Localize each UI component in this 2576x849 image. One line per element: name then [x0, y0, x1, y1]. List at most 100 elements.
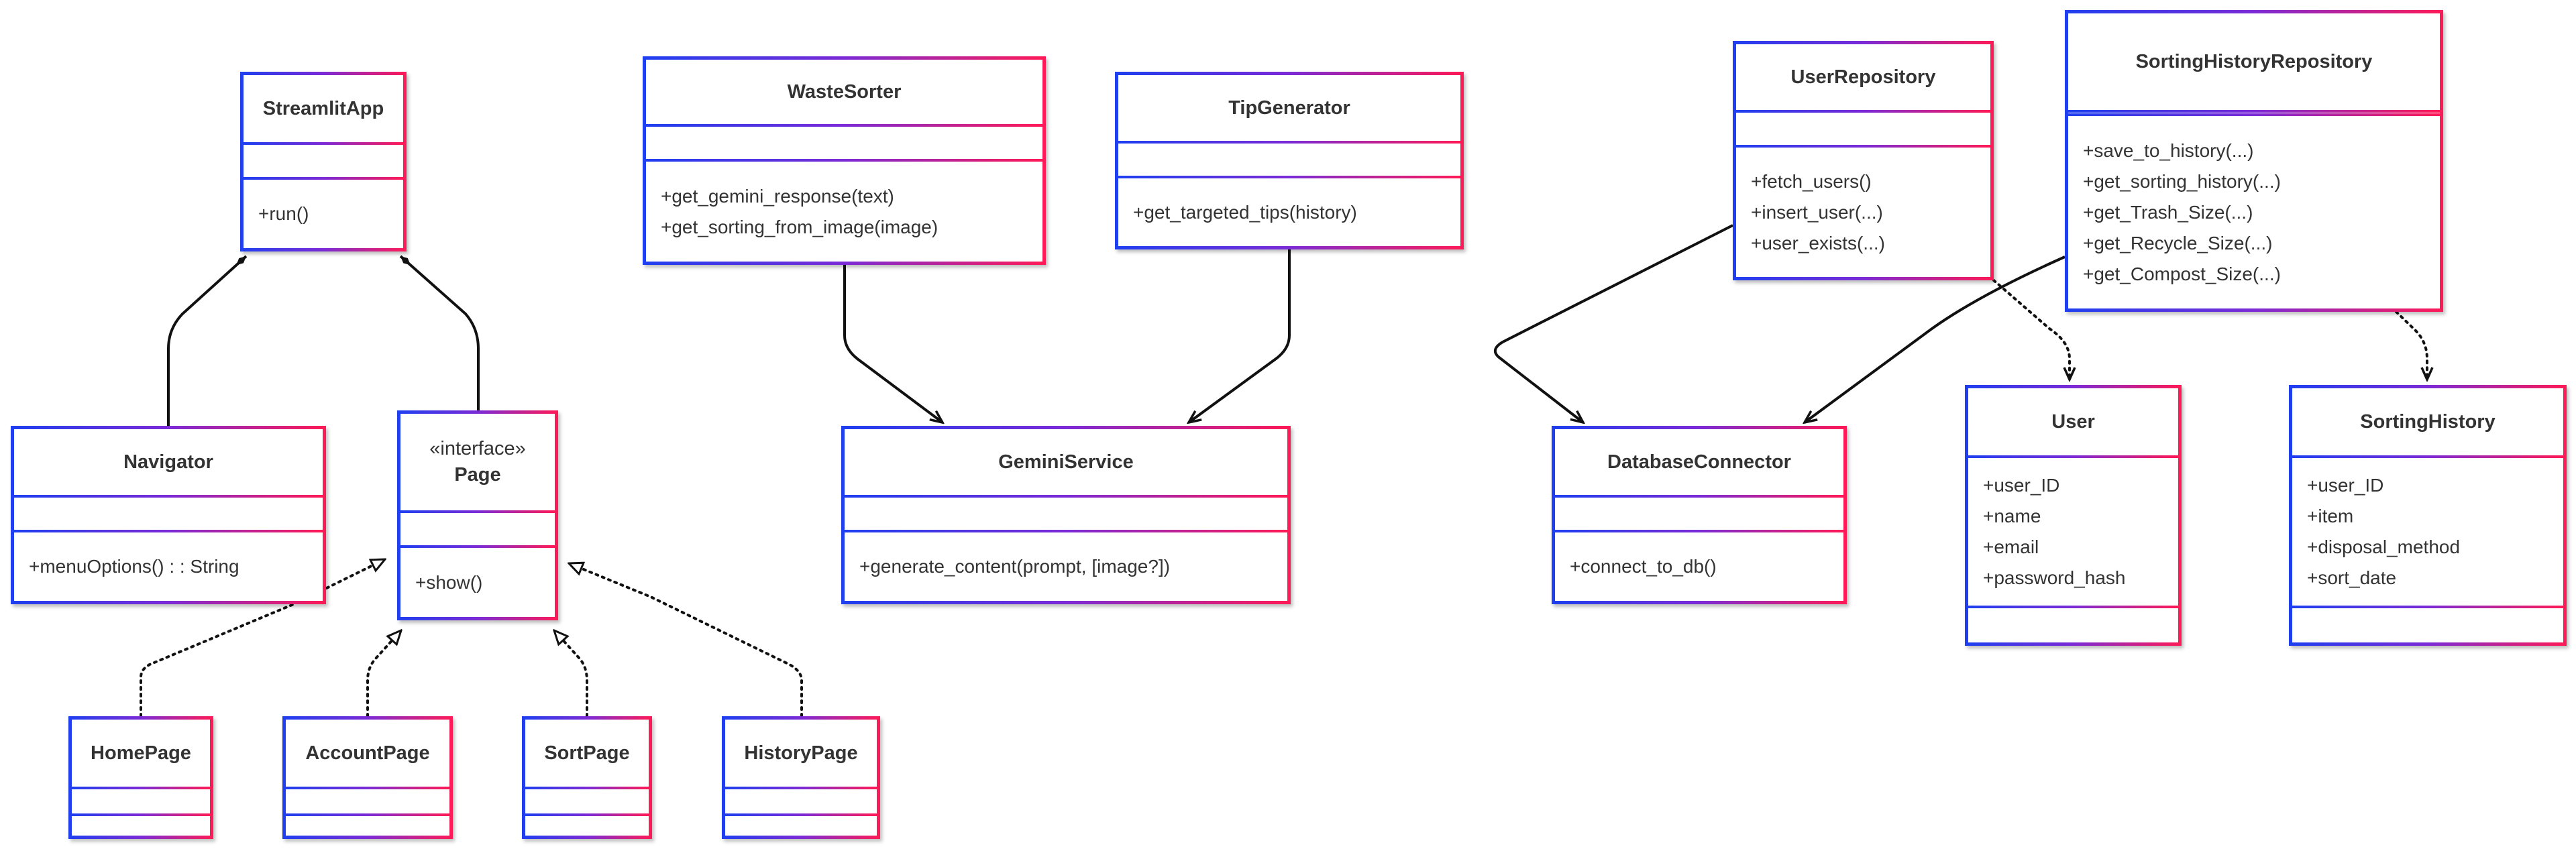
- class-box-sortpage: SortPage: [522, 716, 652, 839]
- section-divider: [1968, 455, 2178, 458]
- attribute-item: +item: [2307, 506, 2354, 526]
- attribute-section: [400, 513, 555, 545]
- dependency-edge-userrepository-user: [1992, 279, 2070, 380]
- attribute-item: +user_ID: [1983, 475, 2060, 496]
- section-divider: [2068, 110, 2440, 113]
- method-section: +save_to_history(...) +get_sorting_histo…: [2068, 116, 2440, 308]
- class-name: Navigator: [123, 451, 213, 473]
- method-item: +get_Recycle_Size(...): [2083, 232, 2273, 253]
- section-divider: [1555, 530, 1843, 532]
- class-box-geminiservice: GeminiService +generate_content(prompt, …: [841, 426, 1291, 604]
- attribute-section: [14, 498, 323, 530]
- section-divider: [1118, 176, 1460, 178]
- method-item: +insert_user(...): [1751, 201, 1883, 223]
- attribute-item: +email: [1983, 536, 2039, 557]
- class-box-navigator: Navigator +menuOptions() : : String: [11, 426, 326, 604]
- attribute-section: +user_ID +item +disposal_method +sort_da…: [2292, 458, 2563, 606]
- method-section: [2292, 608, 2563, 642]
- attribute-item: +user_ID: [2307, 475, 2384, 496]
- class-name: DatabaseConnector: [1607, 451, 1791, 473]
- section-divider: [244, 177, 403, 180]
- attribute-section: [286, 789, 449, 813]
- attribute-section: [646, 127, 1042, 159]
- section-divider: [646, 124, 1042, 127]
- class-box-databaseconnector: DatabaseConnector +connect_to_db(): [1552, 426, 1847, 604]
- class-name: HistoryPage: [744, 742, 858, 764]
- class-name: SortingHistory: [2360, 410, 2496, 433]
- section-divider: [72, 787, 210, 789]
- realization-edge-sortpage-page: [554, 630, 588, 718]
- class-box-sortinghistoryrepository: SortingHistoryRepository +save_to_histor…: [2065, 10, 2443, 312]
- attribute-section: [725, 789, 877, 813]
- method-section: [286, 816, 449, 836]
- class-box-homepage: HomePage: [68, 716, 213, 839]
- class-name: GeminiService: [998, 451, 1134, 473]
- method-item: +menuOptions() : : String: [29, 556, 239, 577]
- class-box-wastesorter: WasteSorter +get_gemini_response(text) +…: [643, 56, 1046, 265]
- method-item: +user_exists(...): [1751, 232, 1885, 253]
- method-item: +fetch_users(): [1751, 170, 1872, 192]
- section-divider: [244, 142, 403, 145]
- section-divider: [725, 787, 877, 789]
- section-divider: [1736, 145, 1990, 148]
- class-name: User: [2051, 410, 2095, 433]
- method-section: [725, 816, 877, 836]
- method-item: +get_sorting_from_image(image): [661, 216, 938, 237]
- class-box-page: «interface» Page +show(): [397, 410, 558, 620]
- class-name: SortingHistoryRepository: [2135, 50, 2373, 72]
- section-divider: [725, 813, 877, 816]
- dependency-edge-sortinghistoryrepository-sortinghistory: [2395, 310, 2427, 380]
- realization-edge-homepage-page: [140, 558, 385, 718]
- section-divider: [286, 787, 449, 789]
- section-divider: [525, 813, 649, 816]
- section-divider: [2292, 455, 2563, 458]
- section-divider: [72, 813, 210, 816]
- method-item: +get_Compost_Size(...): [2083, 263, 2281, 284]
- composition-edge-streamlitapp-navigator: [167, 255, 248, 426]
- method-section: +get_targeted_tips(history): [1118, 178, 1460, 246]
- section-divider: [2292, 606, 2563, 608]
- class-box-accountpage: AccountPage: [282, 716, 453, 839]
- method-section: +show(): [400, 548, 555, 617]
- method-item: +get_Trash_Size(...): [2083, 201, 2253, 223]
- method-section: +generate_content(prompt, [image?]): [845, 532, 1287, 601]
- class-name: WasteSorter: [787, 80, 902, 103]
- section-divider: [525, 787, 649, 789]
- method-item: +connect_to_db(): [1570, 556, 1717, 577]
- attribute-section: [845, 498, 1287, 530]
- section-divider: [646, 159, 1042, 162]
- class-box-sortinghistory: SortingHistory +user_ID +item +disposal_…: [2289, 385, 2567, 646]
- composition-edge-streamlitapp-page: [399, 255, 480, 410]
- class-box-userrepository: UserRepository +fetch_users() +insert_us…: [1733, 41, 1994, 280]
- method-item: +get_sorting_history(...): [2083, 170, 2281, 192]
- attribute-item: +sort_date: [2307, 567, 2397, 588]
- attribute-section: [1736, 113, 1990, 145]
- section-divider: [1736, 110, 1990, 113]
- class-name: SortPage: [544, 742, 630, 764]
- section-divider: [286, 813, 449, 816]
- attribute-section: [244, 145, 403, 177]
- section-divider: [14, 530, 323, 532]
- attribute-section: [1555, 498, 1843, 530]
- method-item: +get_gemini_response(text): [661, 185, 894, 207]
- stereotype-label: «interface»: [429, 438, 526, 459]
- section-divider: [400, 545, 555, 548]
- attribute-item: +name: [1983, 506, 2041, 526]
- class-box-user: User +user_ID +name +email +password_has…: [1965, 385, 2182, 646]
- class-box-tipgenerator: TipGenerator +get_targeted_tips(history): [1115, 72, 1464, 249]
- method-item: +generate_content(prompt, [image?]): [859, 556, 1171, 577]
- class-name: TipGenerator: [1228, 97, 1350, 119]
- section-divider: [1118, 141, 1460, 144]
- class-box-historypage: HistoryPage: [722, 716, 880, 839]
- section-divider: [1555, 495, 1843, 498]
- class-box-streamlitapp: StreamlitApp +run(): [240, 72, 407, 251]
- section-divider: [400, 510, 555, 513]
- method-item: +run(): [258, 203, 309, 224]
- section-divider: [845, 530, 1287, 532]
- association-edge-sortinghistoryrepository-databaseconnector: [1805, 256, 2065, 422]
- method-item: +show(): [415, 571, 483, 593]
- method-section: +run(): [244, 180, 403, 248]
- class-name: UserRepository: [1790, 66, 1936, 88]
- method-section: [525, 816, 649, 836]
